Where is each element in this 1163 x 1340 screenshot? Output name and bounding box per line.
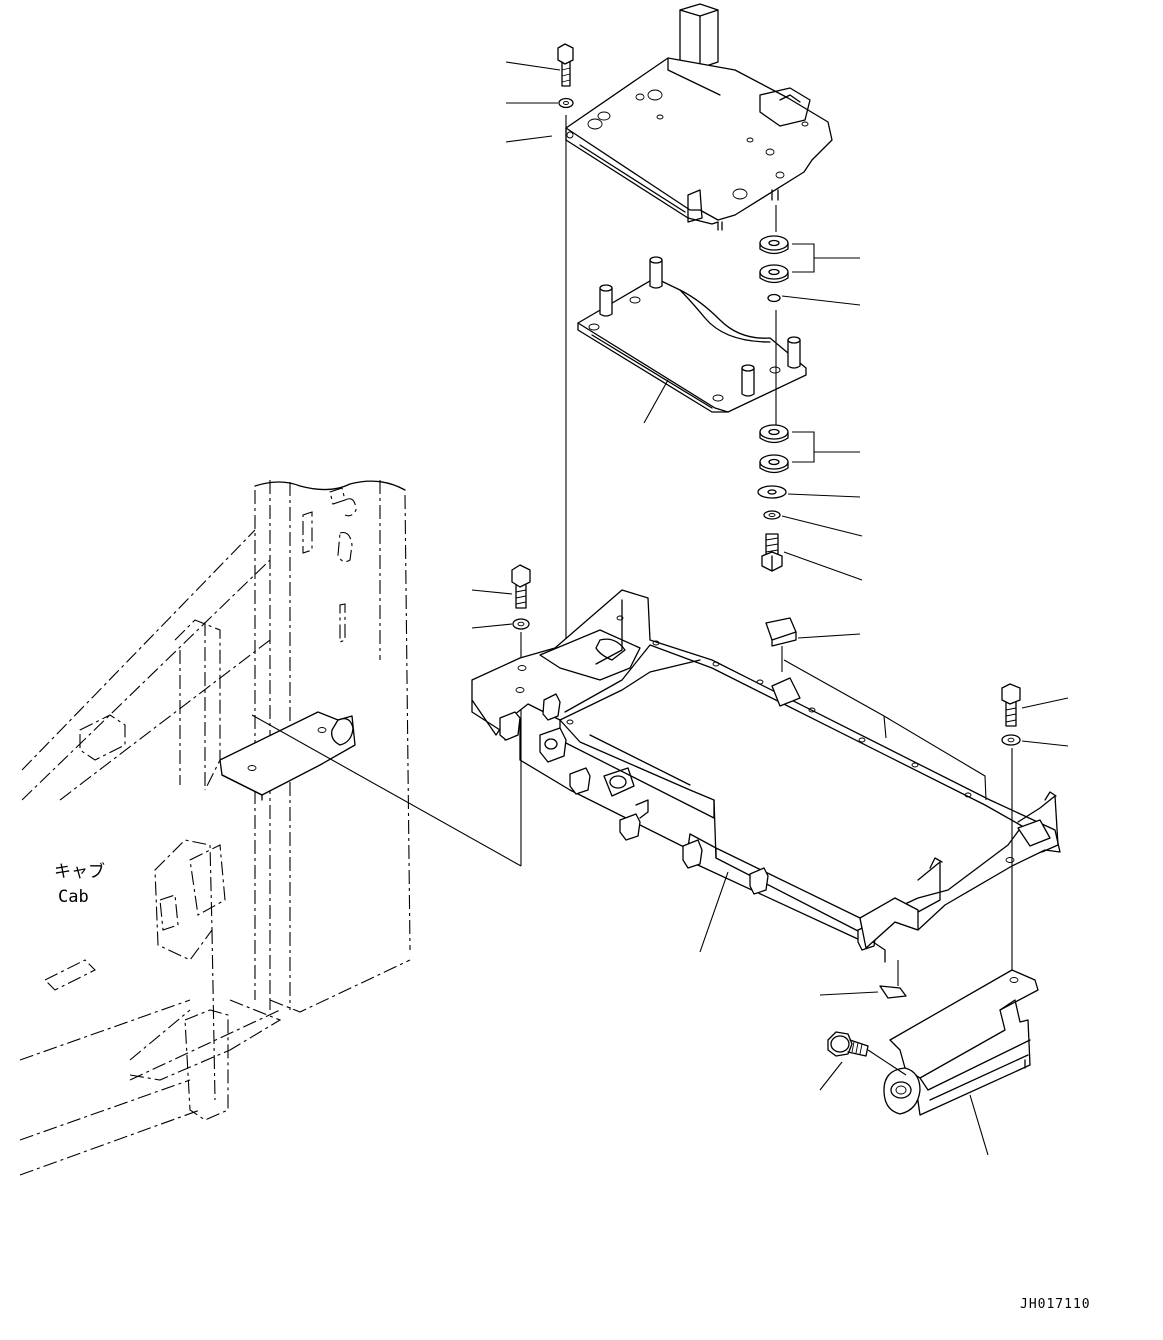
cab-label-en: Cab [58,887,89,907]
flange-bolt [827,1031,869,1057]
clip-part [765,617,797,641]
middle-plate [577,256,807,413]
main-frame [471,589,1061,963]
upper-mount-plate [565,3,833,231]
lower-bracket [883,969,1039,1116]
left-washer [512,618,530,630]
callout-leaders [471,61,1069,1156]
cab-label-jp: キャブ [54,861,105,882]
cab-mounting-bracket [219,711,356,801]
right-washer [1001,734,1021,746]
right-bolt [1001,683,1021,727]
left-bolt [511,564,531,609]
top-washer [558,97,574,109]
drawing-code: JH017110 [1020,1297,1091,1312]
cab-structure [19,480,411,1176]
rubber-mount-stack [757,235,789,572]
top-bolt [557,43,574,87]
hook-part [879,985,907,999]
